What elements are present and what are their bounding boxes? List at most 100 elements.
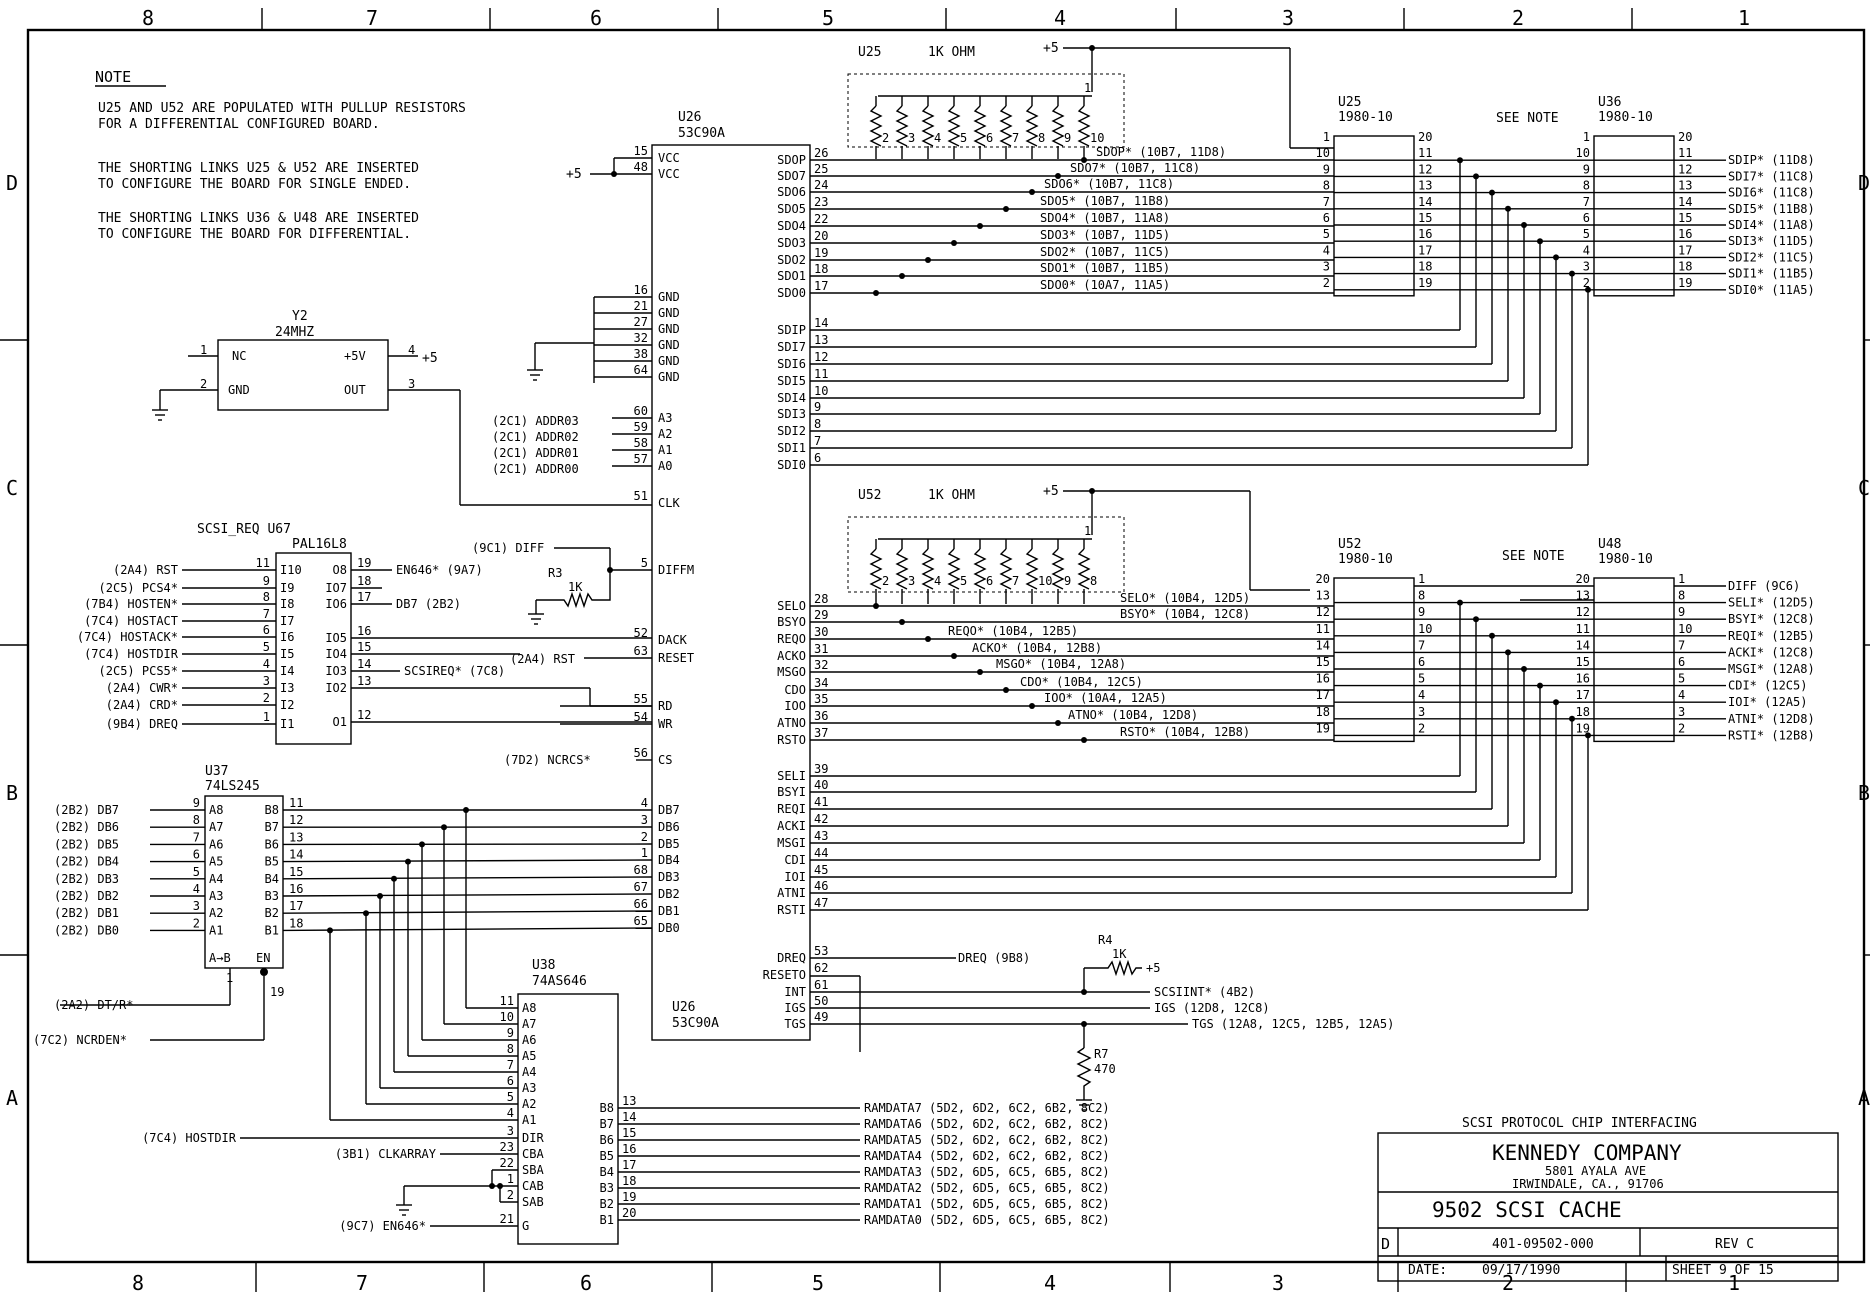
zone-col-label: 1	[1738, 6, 1750, 30]
link-pin-number: 4	[1678, 688, 1685, 702]
u38-pin-name: DIR	[522, 1131, 544, 1145]
u37-en-label: EN	[256, 951, 270, 965]
u37-pin-name: B8	[265, 803, 279, 817]
junction-dot	[1457, 157, 1463, 163]
u26-pin-name: ACKO	[777, 649, 806, 663]
junction-dot	[1029, 189, 1035, 195]
u26-pin-number: 25	[814, 162, 828, 176]
u26-pin-number: 16	[634, 283, 648, 297]
ramdata-ref: RAMDATA5 (5D2, 6D2, 6C2, 6B2, 8C2)	[864, 1133, 1110, 1147]
u26-pin-number: 66	[634, 897, 648, 911]
pack-pin-number: 2	[882, 131, 889, 145]
link-part: 1980-10	[1598, 110, 1653, 125]
u37-a-ref: (2B2) DB5	[54, 837, 119, 851]
u26-pin-number: 62	[814, 961, 828, 975]
u37-a-ref: (2B2) DB7	[54, 803, 119, 817]
junction-dot	[1585, 287, 1591, 293]
u26-pin-name: BSYI	[777, 785, 806, 799]
zone-row-label: D	[6, 171, 18, 195]
u37-pin-number: 8	[193, 813, 200, 827]
u26-pin-number: 31	[814, 642, 828, 656]
u38-pin-number: 13	[622, 1094, 636, 1108]
u26-pin-number: 65	[634, 914, 648, 928]
ctl-in-ref: RSTI* (12B8)	[1728, 728, 1815, 742]
ramdata-ref: RAMDATA6 (5D2, 6D2, 6C2, 6B2, 8C2)	[864, 1117, 1110, 1131]
sdi-ref: SDI3* (11D5)	[1728, 234, 1815, 248]
u26-pin-number: 40	[814, 778, 828, 792]
pack-pin-number: 10	[1090, 131, 1104, 145]
u67-pin-name: I5	[280, 647, 294, 661]
y2-pin-num: 4	[408, 343, 415, 357]
u26-pin-number: 5	[641, 556, 648, 570]
link-pin-number: 8	[1583, 179, 1590, 193]
u26-pin-name: REQI	[777, 802, 806, 816]
junction-dot	[951, 653, 957, 659]
u38-pin-number: 23	[500, 1140, 514, 1154]
u26-pin-name: DB1	[658, 904, 680, 918]
u67-input-ref: (9B4) DREQ	[106, 717, 178, 731]
u67-pin-name: I1	[280, 717, 294, 731]
pack-pin-number: 6	[986, 574, 993, 588]
u67-output-ref: EN646* (9A7)	[396, 563, 483, 577]
ctl-out-ref: BSYO* (10B4, 12C8)	[1120, 607, 1250, 621]
link-part: 1980-10	[1598, 552, 1653, 567]
u26-pin-name: IOO	[784, 699, 806, 713]
y2-pin-num: 1	[200, 343, 207, 357]
u37-a-ref: (2B2) DB1	[54, 906, 119, 920]
u67-pin-name: I10	[280, 563, 302, 577]
u26-pin-number: 21	[634, 299, 648, 313]
junction-dot	[925, 636, 931, 642]
zone-row-label: D	[1858, 171, 1870, 195]
u26-pin-name: SDIP	[777, 323, 806, 337]
sdi-ref: SDI6* (11C8)	[1728, 186, 1815, 200]
r3-value: 1K	[568, 580, 583, 594]
link-pin-number: 20	[1678, 130, 1692, 144]
link-pin-number: 20	[1576, 572, 1590, 586]
junction-dot	[1569, 271, 1575, 277]
u26-pin-name: SDO1	[777, 269, 806, 283]
zone-row-label: A	[1858, 1086, 1870, 1110]
u67-input-ref: (7C4) HOSTACK*	[77, 630, 178, 644]
junction-dot	[1521, 222, 1527, 228]
u37-pin-name: B1	[265, 923, 279, 937]
u26-pin-name: ATNI	[777, 886, 806, 900]
u67-pin-number: 13	[357, 674, 371, 688]
resistor-element	[949, 549, 959, 589]
u26-status-outputs: DREQ (9B8) R4 1K +5 SCSIINT* (4B2) IGS (…	[810, 933, 1394, 1110]
u26-pin-number: 19	[814, 246, 828, 260]
u37-pin-number: 3	[193, 899, 200, 913]
link-pin-number: 6	[1418, 655, 1425, 669]
junction-dot	[977, 223, 983, 229]
u67-pin-name: I4	[280, 664, 294, 678]
u67-pin-name: IO4	[325, 647, 347, 661]
u26-pin-name: SELO	[777, 599, 806, 613]
sdo-ref: SDO5* (10B7, 11B8)	[1040, 194, 1170, 208]
u26-part-bottom: 53C90A	[672, 1016, 719, 1031]
drawing-size: D	[1381, 1235, 1390, 1253]
vcc-label: +5	[566, 167, 582, 182]
u67-pin-number: 1	[263, 710, 270, 724]
u37-pin-number: 13	[289, 830, 303, 844]
junction-dot	[1505, 649, 1511, 655]
sdo-ref: SDO7* (10B7, 11C8)	[1070, 161, 1200, 175]
link-pin-number: 19	[1678, 276, 1692, 290]
u26-pin-number: 59	[634, 420, 648, 434]
ncrden-ref: (7C2) NCRDEN*	[33, 1033, 127, 1047]
r7-value: 470	[1094, 1062, 1116, 1076]
link-pin-number: 13	[1678, 179, 1692, 193]
u26-pin-number: 24	[814, 178, 828, 192]
ctl-out-ref: CDO* (10B4, 12C5)	[1020, 675, 1143, 689]
junction-dot	[1457, 600, 1463, 606]
title-caption: SCSI PROTOCOL CHIP INTERFACING	[1462, 1116, 1697, 1131]
u37-a-ref: (2B2) DB0	[54, 923, 119, 937]
u38-ctrl-ref: (9C7) EN646*	[339, 1219, 426, 1233]
u67-pin-number: 6	[263, 623, 270, 637]
ramdata-ref: RAMDATA2 (5D2, 6D5, 6C5, 6B5, 8C2)	[864, 1181, 1110, 1195]
u67-pin-number: 15	[357, 640, 371, 654]
u67-pin-name: I7	[280, 614, 294, 628]
u26-pin-number: 17	[814, 279, 828, 293]
y2-pin-out: OUT	[344, 383, 366, 397]
u26-pin-name: DB3	[658, 870, 680, 884]
zone-col-label: 3	[1272, 1271, 1284, 1295]
u26-pin-number: 7	[814, 434, 821, 448]
